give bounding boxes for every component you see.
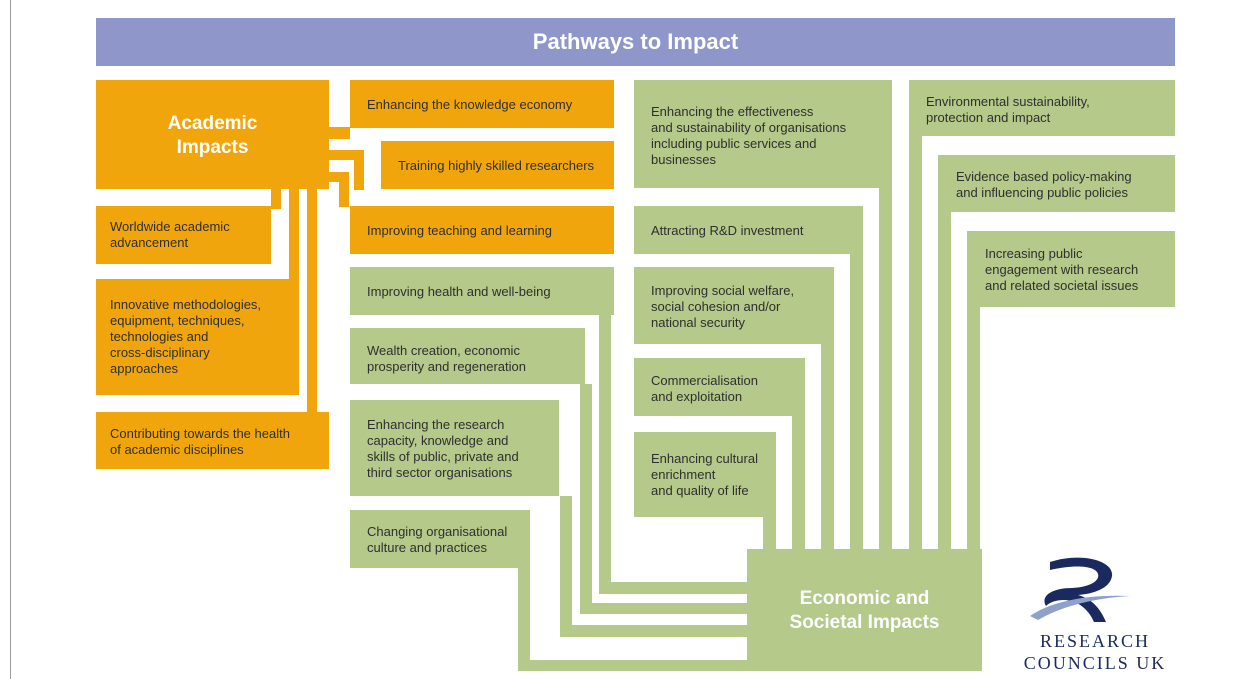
academic-item-text: Contributing towards the health of acade… [110,426,290,457]
connector-strip [354,160,364,190]
page-title: Pathways to Impact [532,29,739,54]
connector-strip [592,603,747,614]
pathway-text: Wealth creation, economic prosperity and… [367,343,526,374]
connector-strip [938,212,951,550]
connector-strip [850,252,863,550]
societal-pathway-box: Improving health and well-being [350,267,614,315]
pathway-text: Commercialisation and exploitation [651,373,758,404]
pathway-text: Attracting R&D investment [651,223,804,238]
connector-strip [792,416,805,550]
connector-strip [967,307,980,550]
academic-item: Innovative methodologies, equipment, tec… [96,279,299,395]
connector-strip [307,189,317,414]
connector-strip [572,625,747,637]
societal-pathway-box: Environmental sustainability, protection… [909,80,1175,136]
connector-strip [560,496,572,637]
pathway-text: Environmental sustainability, protection… [926,94,1090,125]
connector-strip [821,344,834,550]
left-divider-line [10,0,11,679]
connector-strip [289,189,299,289]
societal-pathway-box: Enhancing the research capacity, knowled… [350,400,559,496]
societal-pathway-box: Commercialisation and exploitation [634,358,805,416]
connector-strip [530,660,747,671]
academic-pathway-box: Training highly skilled researchers [381,141,614,189]
connector-strip [763,517,776,550]
academic-item-text: Worldwide academic advancement [110,219,230,250]
connector-strip [329,127,350,139]
societal-pathway-box: Improving social welfare, social cohesio… [634,267,834,344]
pathway-text: Improving health and well-being [367,284,551,299]
pathway-text: Increasing public engagement with resear… [985,246,1139,293]
economic-societal-impacts-label: Economic and Societal Impacts [789,588,940,633]
societal-pathway-box: Increasing public engagement with resear… [967,231,1175,307]
academic-item: Contributing towards the health of acade… [96,412,329,469]
connector-strip [599,314,611,594]
academic-impacts-label: Academic Impacts [167,113,258,158]
pathway-text: Training highly skilled researchers [398,158,595,173]
connector-strip [518,568,530,671]
societal-pathway-box: Attracting R&D investment [634,206,863,254]
economic-societal-impacts-hub: Economic and Societal Impacts [747,549,982,671]
societal-pathway-box: Enhancing the effectiveness and sustaina… [634,80,892,188]
connector-strip [329,150,364,160]
pathway-text: Evidence based policy-making and influen… [956,169,1132,200]
pathway-text: Enhancing cultural enrichment and qualit… [651,451,758,498]
rcuk-r-logo-icon [1030,557,1130,622]
connector-strip [909,136,922,550]
pathway-text: Enhancing the effectiveness and sustaina… [651,104,847,167]
connector-strip [580,384,592,614]
connector-strip [339,182,349,207]
academic-pathway-box: Improving teaching and learning [350,206,614,254]
pathway-text: Changing organisational culture and prac… [367,524,508,555]
pathway-text: Enhancing the research capacity, knowled… [367,417,519,480]
pathway-text: Enhancing the knowledge economy [367,97,573,112]
societal-pathway-box: Evidence based policy-making and influen… [938,155,1175,212]
rcuk-logo-text: RESEARCH COUNCILS UK [1023,631,1167,673]
connector-strip [271,189,281,209]
academic-item-text: Innovative methodologies, equipment, tec… [110,297,262,376]
connector-strip [611,582,747,594]
societal-pathway-box: Changing organisational culture and prac… [350,510,530,568]
academic-item: Worldwide academic advancement [96,206,271,264]
societal-pathway-box: Enhancing cultural enrichment and qualit… [634,432,776,517]
pathway-text: Improving social welfare, social cohesio… [651,283,795,330]
title-bar: Pathways to Impact [96,18,1175,66]
societal-pathway-box: Wealth creation, economic prosperity and… [350,328,585,384]
academic-pathway-box: Enhancing the knowledge economy [350,80,614,128]
academic-impacts-hub: Academic Impacts [96,80,329,189]
connector-strip [879,188,892,550]
rcuk-logo: RESEARCH COUNCILS UK [1010,556,1180,674]
pathway-text: Improving teaching and learning [367,223,553,238]
connector-strip [329,172,349,182]
